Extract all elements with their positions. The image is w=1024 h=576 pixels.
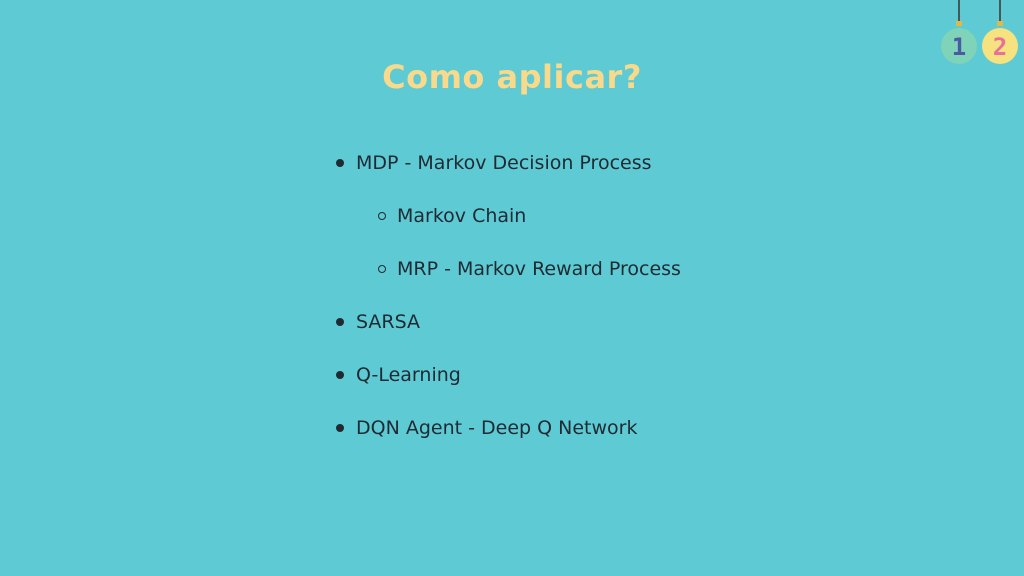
ornament-left-number: 1: [952, 33, 966, 61]
hollow-bullet-icon: [378, 265, 386, 273]
filled-bullet-icon: [336, 159, 344, 167]
filled-bullet-icon: [336, 424, 344, 432]
bullet-item: Q-Learning: [332, 358, 681, 411]
bullet-text: Markov Chain: [397, 205, 527, 227]
slide-title: Como aplicar?: [382, 58, 642, 96]
filled-bullet-icon: [336, 318, 344, 326]
hollow-bullet-icon: [378, 212, 386, 220]
ornament-right-number: 2: [993, 33, 1007, 61]
sub-bullet-item: Markov Chain: [332, 199, 681, 252]
bullet-item: MDP - Markov Decision Process: [332, 146, 681, 199]
bullet-item: DQN Agent - Deep Q Network: [332, 411, 681, 464]
bullet-text: MDP - Markov Decision Process: [356, 152, 652, 174]
sub-bullet-item: MRP - Markov Reward Process: [332, 252, 681, 305]
bullet-text: SARSA: [356, 311, 421, 333]
bullet-item: SARSA: [332, 305, 681, 358]
filled-bullet-icon: [336, 371, 344, 379]
ornament-two-icon: 2: [982, 0, 1018, 64]
bullet-text: Q-Learning: [356, 364, 461, 386]
bullet-text: MRP - Markov Reward Process: [397, 258, 681, 280]
bullet-text: DQN Agent - Deep Q Network: [356, 417, 638, 439]
hanging-ornaments: 1 2: [941, 0, 1018, 64]
bullet-list: MDP - Markov Decision Process Markov Cha…: [332, 146, 681, 464]
ornament-one-icon: 1: [941, 0, 977, 64]
